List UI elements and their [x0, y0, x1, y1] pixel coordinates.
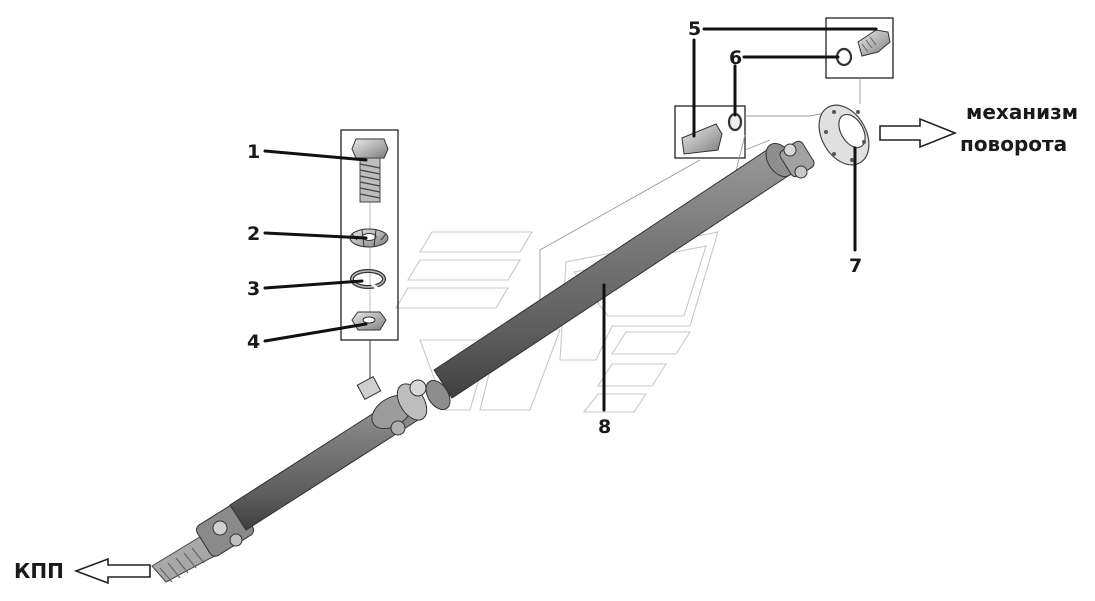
- bolt-icon: [857, 29, 891, 57]
- callout-6: 6: [729, 47, 742, 69]
- callout-2: 2: [247, 223, 260, 245]
- gearbox-label: КПП: [14, 559, 64, 583]
- steering-label-line1: механизм: [966, 100, 1078, 124]
- bolt-frame-top: [825, 17, 894, 79]
- bolt-icon: [351, 138, 389, 203]
- universal-joint-upper: [765, 140, 815, 179]
- arrow-left-icon: [73, 557, 151, 585]
- destination-steering: механизм поворота: [879, 100, 1078, 156]
- arrow-right-icon: [879, 117, 958, 149]
- callout-5: 5: [688, 18, 701, 40]
- fastener-group-left: [340, 129, 399, 380]
- universal-joint-middle: [356, 376, 451, 436]
- flange-icon: [818, 104, 870, 166]
- callout-1: 1: [247, 141, 260, 163]
- spring-washer-icon: [350, 269, 386, 291]
- bolt-frame-mid: [674, 105, 746, 159]
- shaft-tube-upper: [433, 147, 789, 399]
- leader-lines: [263, 27, 878, 412]
- steering-label-line2: поворота: [960, 132, 1067, 156]
- callout-4: 4: [247, 331, 260, 353]
- callout-7: 7: [849, 255, 862, 277]
- callout-8: 8: [598, 416, 611, 438]
- destination-gearbox: КПП: [14, 557, 151, 585]
- bolt-icon: [681, 123, 723, 155]
- fastener-group-top: [539, 17, 894, 326]
- drive-shaft: [151, 104, 870, 583]
- nut-icon: [351, 311, 387, 331]
- callout-3: 3: [247, 278, 260, 300]
- callout-labels: 1 2 3 4 5 6 7 8: [247, 18, 862, 438]
